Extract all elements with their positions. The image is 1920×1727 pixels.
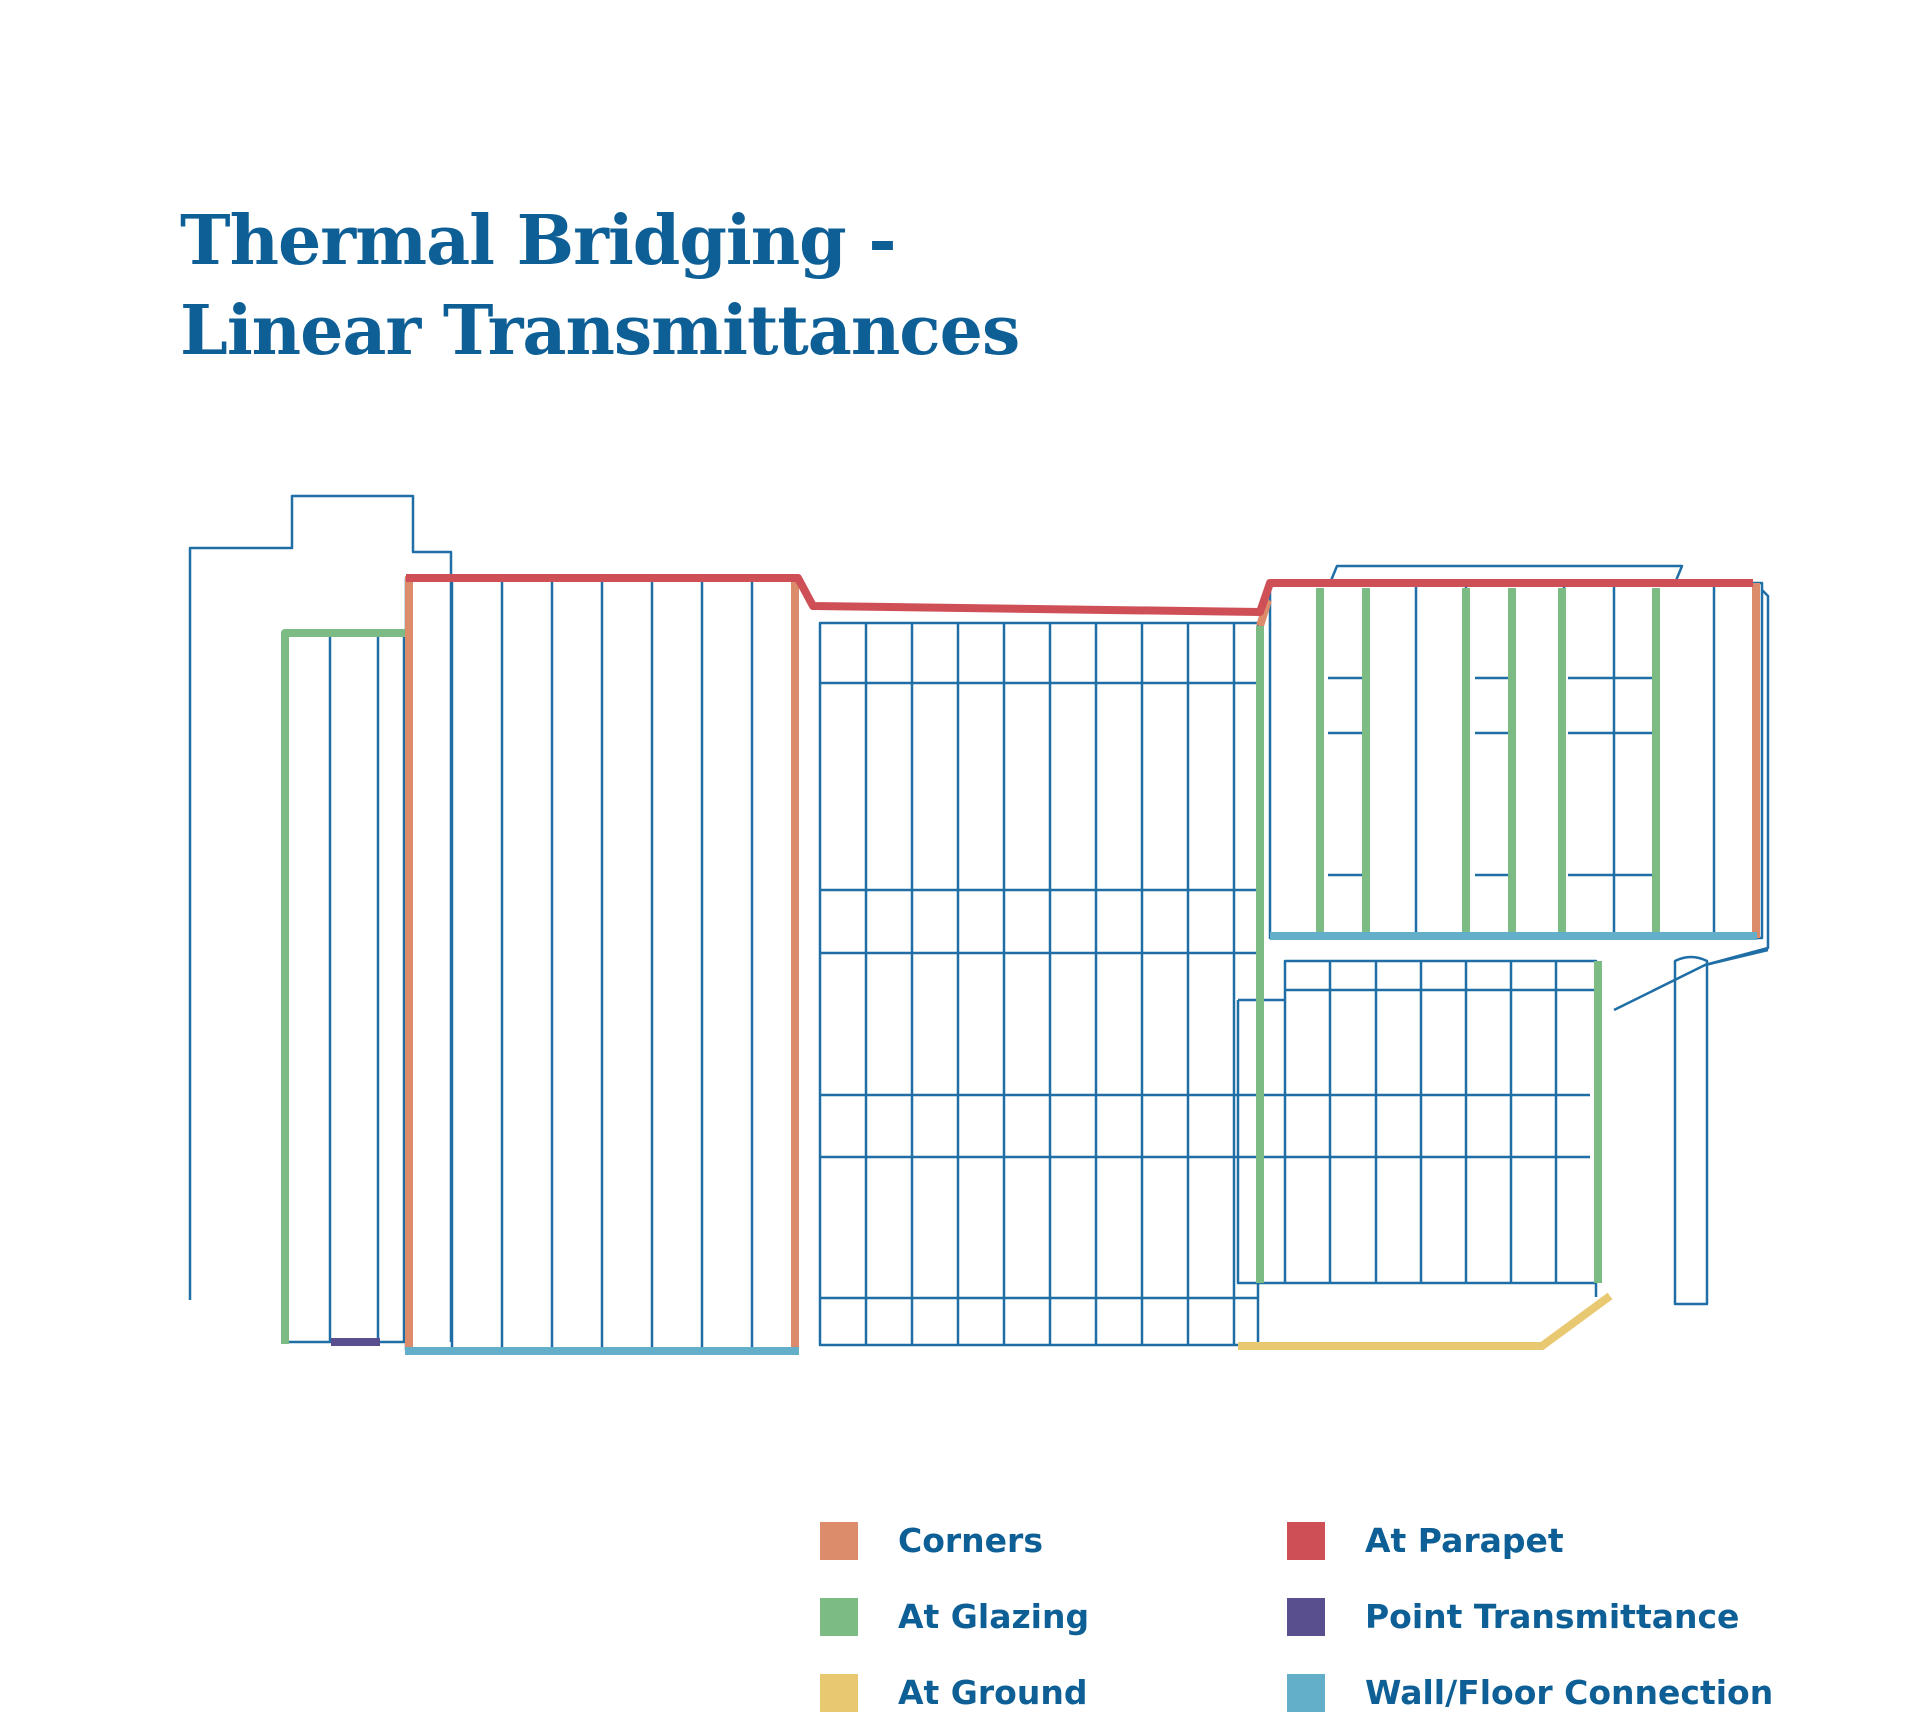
glazing-lines xyxy=(281,588,1660,1344)
legend-item-glazing: At Glazing xyxy=(820,1597,1089,1636)
parapet-line xyxy=(406,574,1753,616)
ground-line xyxy=(1238,1292,1613,1350)
main-block-mullions xyxy=(450,580,754,1348)
middle-block-transoms xyxy=(820,681,1590,1300)
legend-swatch xyxy=(820,1673,858,1712)
legend-label: At Parapet xyxy=(1365,1521,1564,1560)
column-outline xyxy=(1673,955,1709,1306)
left-tower-outline xyxy=(188,494,453,1342)
legend-label: At Ground xyxy=(898,1673,1088,1712)
middle-block-outline xyxy=(818,621,1260,1347)
legend-swatch xyxy=(1287,1597,1325,1636)
corners-lines xyxy=(405,576,1760,1350)
right-upper-transoms xyxy=(1328,676,1655,877)
diagram-title: Thermal Bridging - Linear Transmittances xyxy=(180,196,1020,376)
right-lower-entrance xyxy=(1236,998,1596,1285)
legend-item-wall-floor: Wall/Floor Connection xyxy=(1287,1673,1773,1712)
legend-swatch xyxy=(820,1521,858,1560)
legend-swatch xyxy=(1287,1521,1325,1560)
canopy-edge xyxy=(1613,948,1769,1012)
legend-item-corners: Corners xyxy=(820,1521,1043,1560)
legend-swatch xyxy=(820,1597,858,1636)
legend-item-parapet: At Parapet xyxy=(1287,1521,1564,1560)
title-line-2: Linear Transmittances xyxy=(180,291,1020,371)
legend-label: At Glazing xyxy=(898,1597,1090,1636)
legend-swatch xyxy=(1287,1673,1325,1712)
legend-label: Corners xyxy=(898,1521,1043,1560)
legend-item-ground: At Ground xyxy=(820,1673,1087,1712)
right-lower-mullions xyxy=(1328,961,1558,1283)
left-tower-panel xyxy=(281,631,406,1344)
right-lower-block-outline xyxy=(1283,959,1598,1297)
legend-label: Wall/Floor Connection xyxy=(1365,1673,1774,1712)
middle-block-mullions xyxy=(864,623,1236,1345)
legend-label: Point Transmittance xyxy=(1365,1597,1740,1636)
legend-item-point-transmittance: Point Transmittance xyxy=(1287,1597,1739,1636)
right-upper-roof-edge xyxy=(1328,564,1684,584)
wall-floor-lines xyxy=(405,932,1757,1355)
title-line-1: Thermal Bridging - xyxy=(180,201,897,281)
